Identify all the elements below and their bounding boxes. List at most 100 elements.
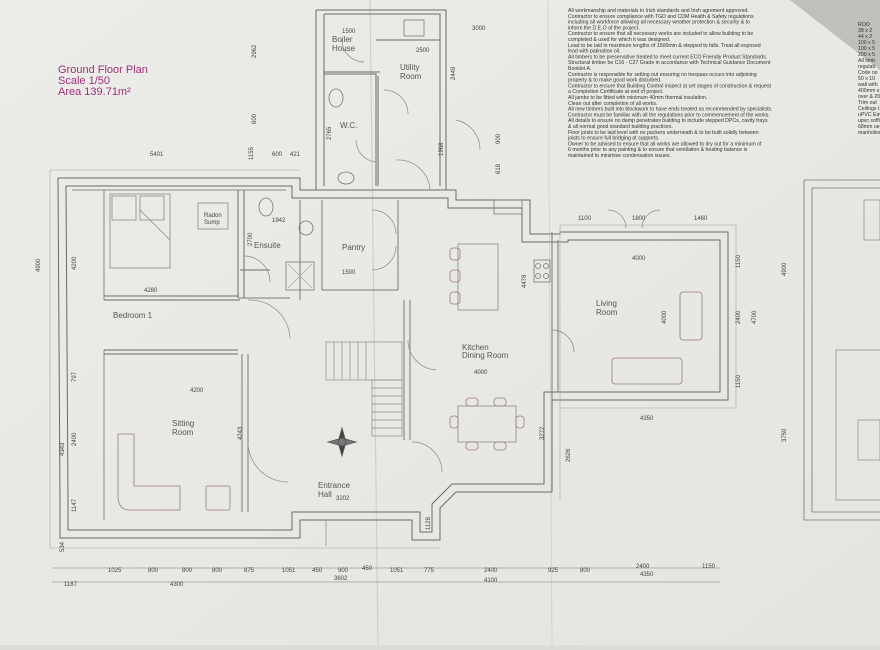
dim-b1-800b: 800: [182, 568, 193, 574]
furniture: [109, 19, 703, 511]
note-line: All jambs to be fitted with minimum 40mm…: [568, 95, 707, 101]
note-partial-line: 200 x 5: [858, 52, 875, 58]
note-line: Booklet A.: [568, 66, 591, 72]
title-line-1: Ground Floor Plan: [58, 64, 148, 76]
room-sitting-line2: Room: [172, 428, 194, 437]
dim-b2-4300: 4300: [170, 582, 184, 588]
note-partial-line: manholes: [858, 130, 880, 136]
note-partial-line: Ceilings t: [858, 106, 880, 112]
living-sofa-bottom: [611, 357, 683, 385]
note-partial-line: wall with: [858, 82, 878, 88]
note-line: a Completion Certificate at end of proje…: [568, 89, 663, 95]
living-sofa-right: [679, 291, 703, 341]
note-line: lead with patination oil.: [568, 49, 621, 55]
kitchen-sink: [493, 199, 523, 215]
dim-4243: 4243: [238, 426, 244, 440]
dim-534: 534: [60, 541, 66, 552]
doors: [243, 39, 661, 546]
note-line: All details to ensure no damp penetrates…: [568, 118, 768, 124]
dimensions: 1500 2500 3000 5401 600 421 1155 2962 24…: [36, 26, 788, 552]
dim-2400-living: 2400: [736, 310, 742, 324]
note-line: Contractor must be familiar with all the…: [568, 112, 770, 118]
radon-sump-line1: Radon: [204, 213, 222, 219]
sitting-sofa: [117, 433, 181, 511]
dim-4200-sitting: 4200: [190, 388, 204, 394]
dim-1150-top: 1150: [736, 254, 742, 268]
dim-4000-living: 4000: [632, 256, 646, 262]
dim-4900-left: 4900: [36, 258, 42, 272]
dim-4478: 4478: [522, 274, 528, 288]
dim-2626: 2626: [566, 448, 572, 462]
dim-b1-800c: 800: [212, 568, 223, 574]
dim-5401: 5401: [150, 152, 164, 158]
stairs: [325, 341, 403, 437]
note-line: Owner to be advised to ensure that all w…: [568, 141, 762, 147]
note-line: Contractor is responsible for setting ou…: [568, 72, 757, 78]
dim-b1-1025: 1025: [108, 568, 122, 574]
dim-4000-kitchen: 4000: [474, 370, 488, 376]
note-line: including all workforce allowing all nec…: [568, 20, 750, 26]
dim-4343: 4343: [60, 442, 66, 456]
note-partial-line: regulati: [858, 64, 875, 70]
note-line: Floor joists to be laid level with no pa…: [568, 130, 759, 136]
note-partial-line: upvc soffi: [858, 118, 880, 124]
dim-2400-sitting: 2400: [72, 432, 78, 446]
hob: [533, 259, 551, 283]
ensuite-toilet: [258, 197, 274, 217]
dim-b1-1051b: 1051: [390, 568, 404, 574]
note-partial-line: over & 20: [858, 94, 880, 100]
dim-4900-right: 4900: [782, 262, 788, 276]
dim-3000: 3000: [472, 26, 486, 32]
room-pantry: Pantry: [342, 243, 365, 252]
dim-421: 421: [290, 152, 301, 158]
dim-2700: 2700: [248, 232, 254, 246]
note-partial-line: Code no: [858, 70, 878, 76]
dim-b2-1187: 1187: [64, 582, 78, 588]
note-partial-line: 44 x 2: [858, 34, 872, 40]
title-line-2: Scale 1/50: [58, 75, 110, 87]
note-line: Lead to be laid in maximum lengths of 15…: [568, 43, 761, 49]
kitchen-island: [457, 243, 499, 311]
note-line: Clean out after completion of all works.: [568, 101, 657, 107]
note-line: Contractor to ensure that all necessary …: [568, 31, 753, 37]
dim-1500-boiler: 1500: [342, 29, 356, 35]
wc-basin: [337, 171, 355, 185]
dim-3202: 3202: [336, 496, 350, 502]
note-line: Contractor to ensure that Building Contr…: [568, 83, 772, 89]
paper-fold: [790, 0, 880, 70]
wc-toilet: [328, 88, 344, 108]
dim-4700: 4700: [752, 310, 758, 324]
dim-3272: 3272: [540, 426, 546, 440]
radon-sump-line2: Sump: [204, 220, 220, 226]
dim-1800: 1800: [632, 216, 646, 222]
note-partial-line: uPVC Eave: [858, 112, 880, 118]
note-line: & all normal good standard building prac…: [568, 124, 673, 130]
note-partial-line: 100 x 5: [858, 46, 875, 52]
note-line: completed & used for which it was design…: [568, 37, 670, 43]
outer-frame: [49, 169, 737, 549]
dim-3750: 3750: [782, 428, 788, 442]
room-utility-line1: Utility: [400, 63, 420, 72]
title-line-3: Area 139.71m²: [58, 86, 131, 98]
note-partial-line: 38 x 2: [858, 28, 872, 34]
dim-b1-900: 900: [338, 568, 349, 574]
room-utility-line2: Room: [400, 72, 422, 81]
room-living-line2: Room: [596, 308, 618, 317]
dim-2500-utility: 2500: [416, 48, 430, 54]
dim-b1-775: 775: [424, 568, 435, 574]
construction-notes: All workmanship and materials to Irish s…: [567, 8, 772, 159]
walls: [57, 9, 729, 541]
dim-b1-1051a: 1051: [282, 568, 296, 574]
note-line: All timbers to be preservative treated t…: [568, 54, 767, 60]
dim-b1-2400b: 2400: [636, 564, 650, 570]
room-kitchen-line2: Dining Room: [462, 351, 509, 360]
room-hall-line1: Entrance: [318, 481, 351, 490]
dim-1155: 1155: [249, 146, 255, 160]
note-line: inform the D.E.O of the project.: [568, 25, 640, 31]
dim-900: 900: [496, 133, 502, 144]
dim-600-vertical: 600: [252, 113, 258, 124]
radon-sump-box: [197, 202, 229, 230]
